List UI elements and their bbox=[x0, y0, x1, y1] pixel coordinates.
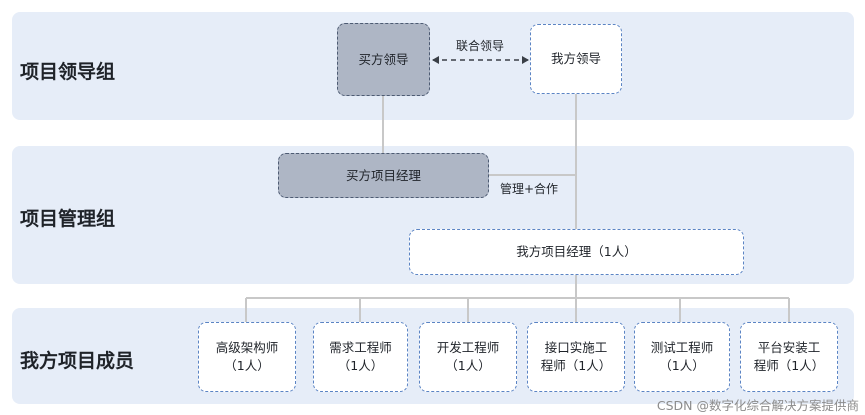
member-node-tester: 测试工程师 （1人） bbox=[634, 322, 730, 392]
buyer-leader-label: 买方领导 bbox=[358, 51, 409, 67]
member-node-interface: 接口实施工 程师（1人） bbox=[527, 322, 625, 392]
leadership-band bbox=[12, 12, 854, 120]
buyer-pm-label: 买方项目经理 bbox=[345, 167, 421, 183]
buyer-leader-node: 买方领导 bbox=[337, 23, 430, 96]
our-leader-label: 我方领导 bbox=[550, 51, 601, 66]
buyer-pm-node: 买方项目经理 bbox=[278, 153, 489, 198]
our-pm-node: 我方项目经理（1人） bbox=[409, 229, 744, 275]
our-leader-node: 我方领导 bbox=[530, 24, 622, 94]
joint-leadership-label: 联合领导 bbox=[456, 39, 505, 53]
member-label: 开发工程师 （1人） bbox=[436, 340, 500, 373]
member-label: 接口实施工 程师（1人） bbox=[540, 340, 612, 373]
management-cooperation-label: 管理+合作 bbox=[500, 182, 559, 196]
member-node-architect: 高级架构师 （1人） bbox=[198, 322, 296, 392]
member-node-developer: 开发工程师 （1人） bbox=[419, 322, 517, 392]
member-label: 平台安装工 程师（1人） bbox=[753, 340, 825, 373]
member-label: 高级架构师 （1人） bbox=[215, 340, 279, 373]
member-node-platform: 平台安装工 程师（1人） bbox=[740, 322, 838, 392]
member-label: 测试工程师 （1人） bbox=[650, 340, 714, 373]
our-pm-label: 我方项目经理（1人） bbox=[516, 244, 637, 259]
band-label-members: 我方项目成员 bbox=[20, 350, 135, 372]
member-node-requirements: 需求工程师 （1人） bbox=[313, 322, 408, 392]
member-label: 需求工程师 （1人） bbox=[329, 340, 392, 373]
watermark: CSDN @数字化综合解决方案提供商 bbox=[656, 398, 859, 413]
band-label-leadership: 项目领导组 bbox=[20, 61, 116, 83]
band-label-management: 项目管理组 bbox=[20, 208, 116, 230]
